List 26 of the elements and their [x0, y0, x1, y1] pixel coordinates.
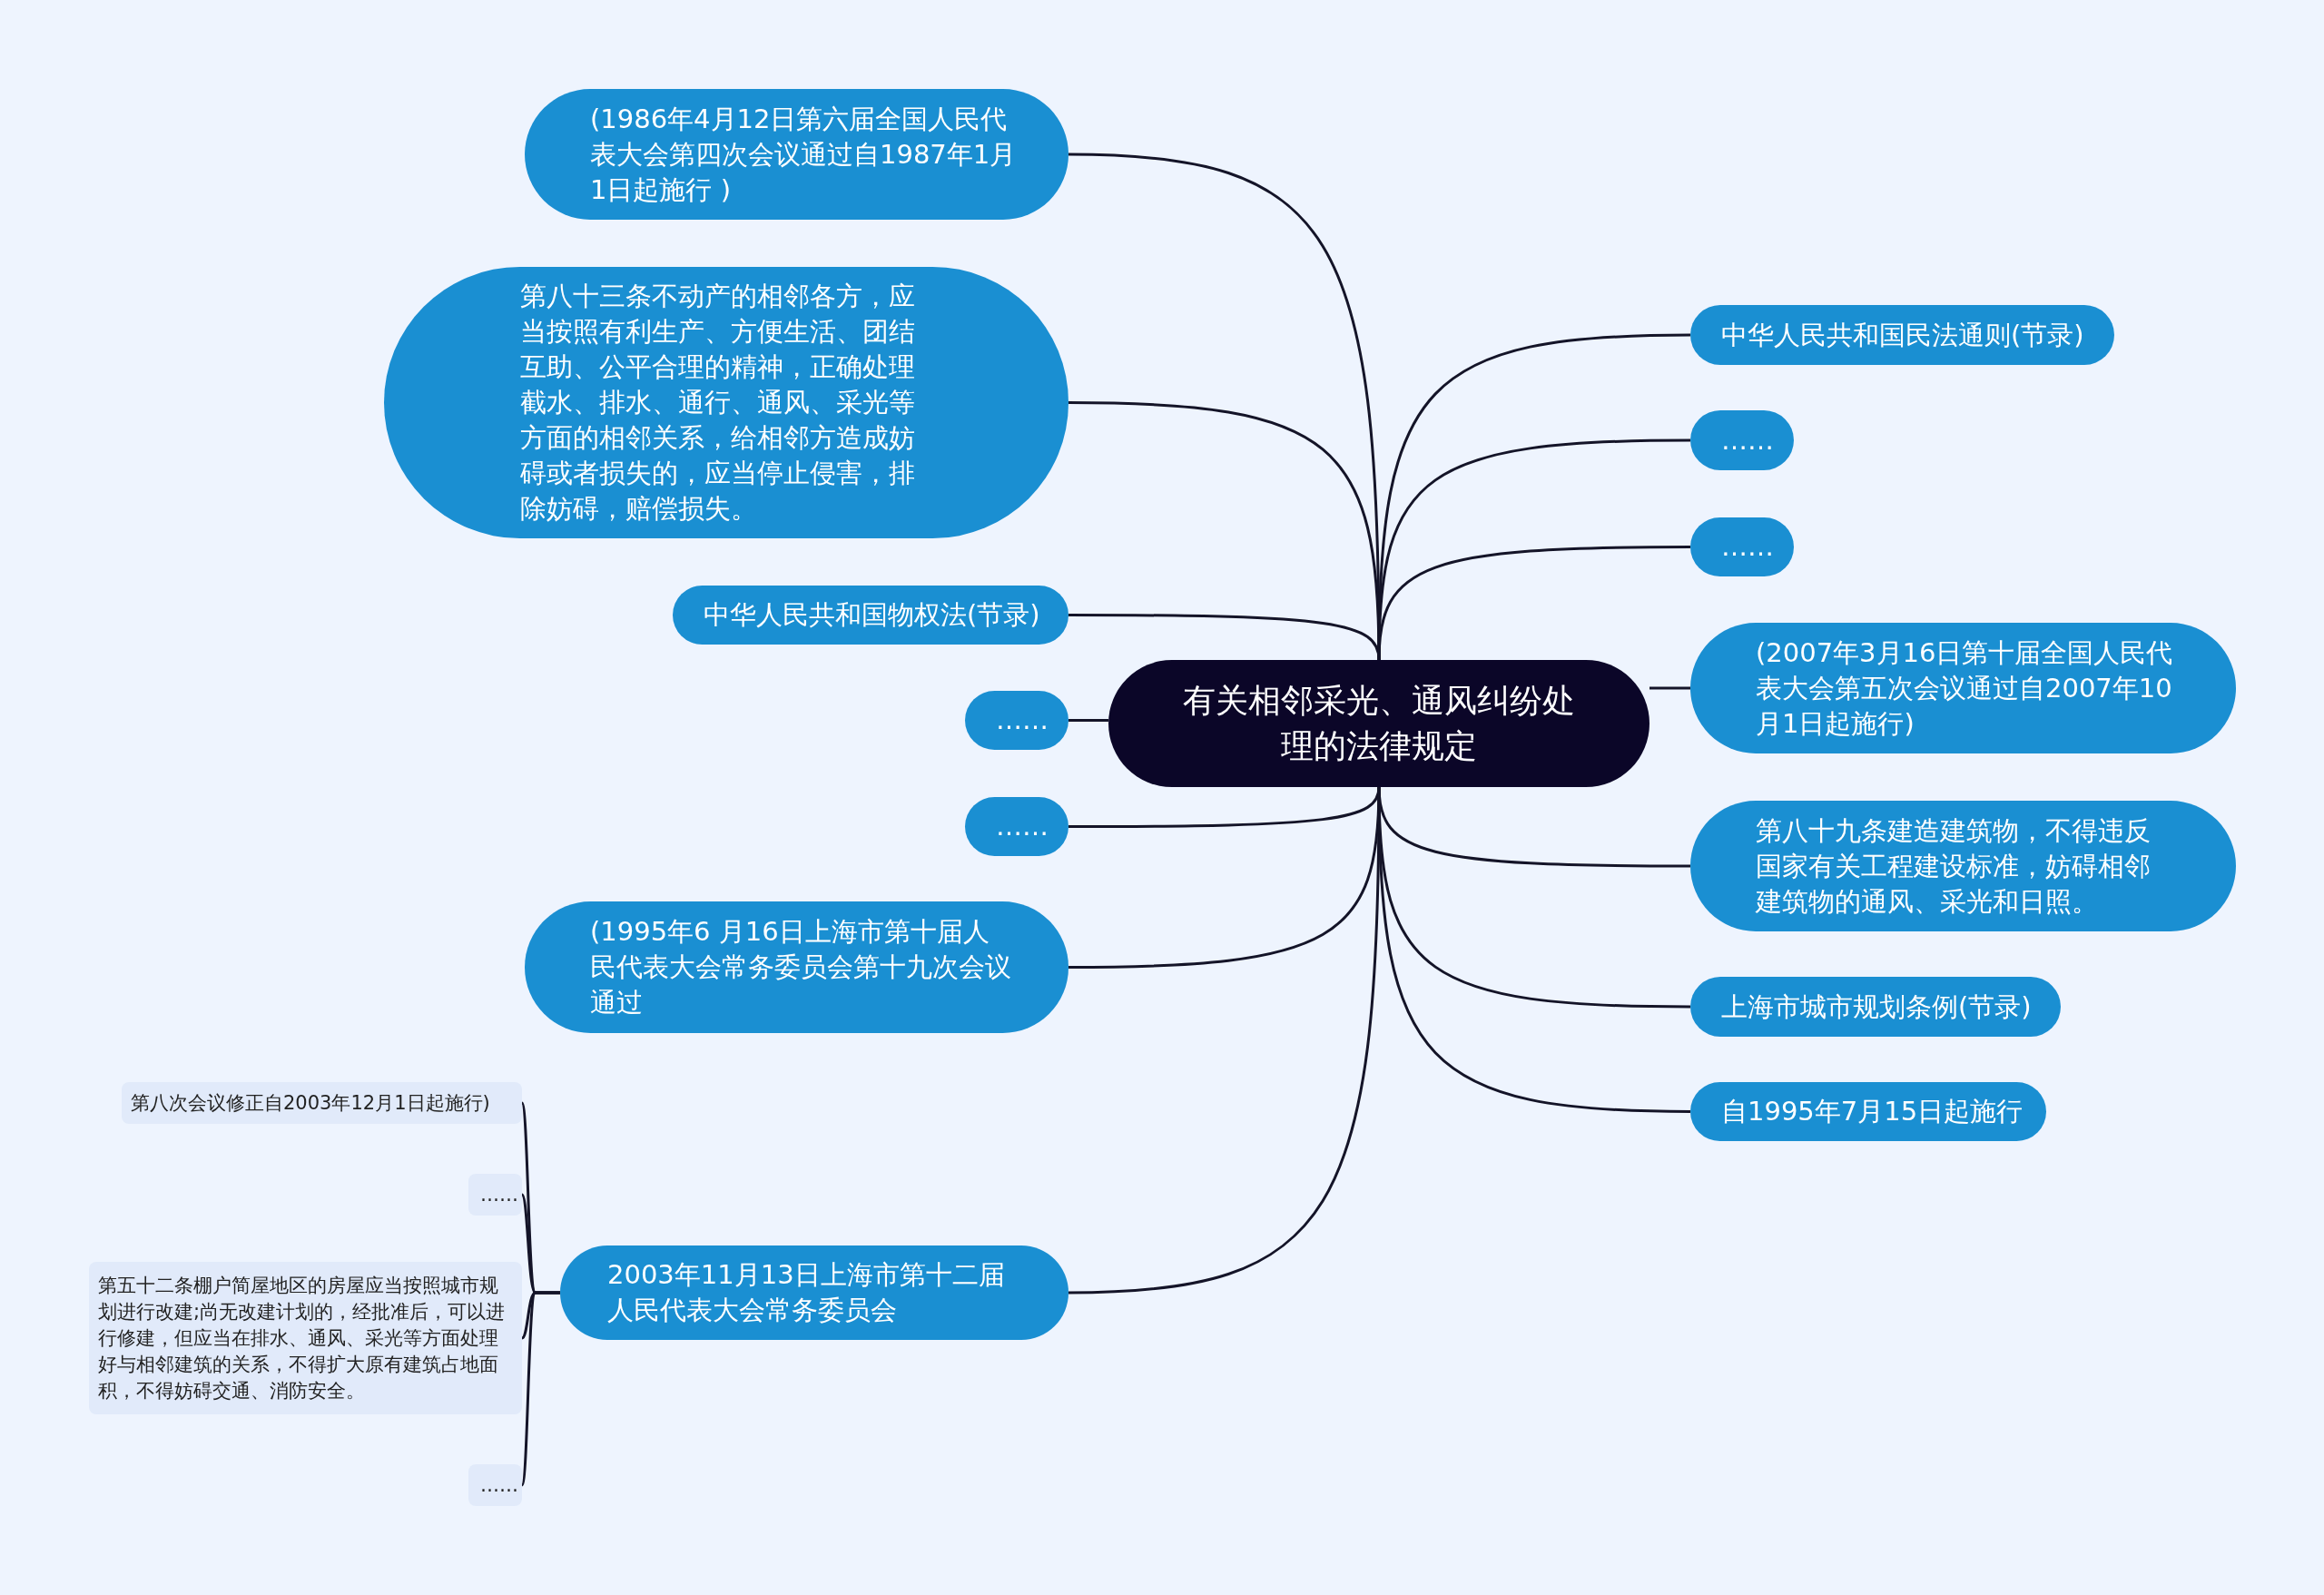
node-text: (1986年4月12日第六届全国人民代表大会第四次会议通过自1987年1月1日起施行 ) — [590, 102, 1018, 207]
node-text: 自1995年7月15日起施行 — [1721, 1095, 2024, 1128]
node-text: …… — [1721, 423, 1775, 458]
node-text: …… — [996, 810, 1049, 843]
connector-line — [1068, 719, 1108, 722]
connector-line — [1649, 686, 1690, 690]
node-text: 中华人民共和国民法通则(节录) — [1721, 318, 2085, 352]
subtopic-node — [89, 1262, 522, 1414]
node-text: …… — [480, 1182, 518, 1207]
node-text: …… — [480, 1472, 518, 1498]
node-text: 第五十二条棚户简屋地区的房屋应当按照城市规划进行改建;尚无改建计划的，经批准后，可以进行修建，但应当在排水、通风、采光等方面处理好与相邻建筑的关系，不得扩大原有建筑占地面积，不得妨碍交通、消防安全。 — [98, 1273, 507, 1403]
node-text: 第八十三条不动产的相邻各方，应当按照有利生产、方便生活、团结互助、公平合理的精神，正确处理截水、排水、通行、通风、采光等方面的相邻关系，给相邻方造成妨碍或者损失的，应当停止侵害，排除妨碍，赔偿损失。 — [520, 280, 916, 526]
node-text: (2007年3月16日第十届全国人民代表大会第五次会议通过自2007年10月1日起施行) — [1756, 635, 2174, 741]
node-text: …… — [1721, 530, 1775, 564]
subtopic-node — [468, 1174, 522, 1216]
connector-line — [520, 1291, 560, 1486]
node-text: 有关相邻采光、通风纠纷处理的法律规定 — [1182, 681, 1576, 766]
node-text: 第八次会议修正自2003年12月1日起施行) — [131, 1090, 491, 1116]
node-text: 上海市城市规划条例(节录) — [1721, 989, 2033, 1024]
subtopic-node — [468, 1464, 522, 1506]
node-text: …… — [996, 704, 1049, 737]
node-text: (1995年6 月16日上海市第十届人民代表大会常务委员会第十九次会议通过 — [590, 915, 1012, 1019]
subtopic-node — [122, 1082, 522, 1124]
node-text: 中华人民共和国物权法(节录) — [704, 598, 1041, 632]
node-text: 2003年11月13日上海市第十二届人民代表大会常务委员会 — [607, 1258, 1006, 1327]
node-text: 第八十九条建造建筑物，不得违反国家有关工程建设标准，妨碍相邻建筑物的通风、采光和日照。 — [1756, 813, 2152, 919]
